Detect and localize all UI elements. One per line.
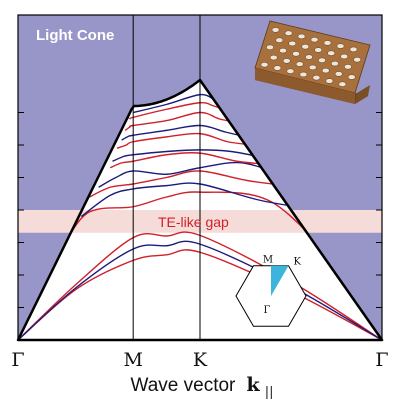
x-tick-label: K	[193, 349, 208, 371]
slab-hole	[297, 33, 306, 40]
band-te-13	[128, 101, 228, 120]
photonic-crystal-slab-inset	[254, 20, 371, 104]
slab-hole	[271, 27, 280, 33]
brillouin-zone-inset: M K Γ	[235, 255, 307, 327]
slab-hole	[327, 50, 336, 56]
x-axis-label-symbol: k	[246, 374, 260, 396]
slab-hole	[310, 37, 319, 43]
slab-hole	[347, 74, 356, 80]
slab-hole	[308, 64, 317, 71]
slab-hole	[266, 44, 274, 50]
slab-edge-front	[255, 68, 355, 104]
light-cone-label: Light Cone	[36, 27, 114, 44]
band-tm-5	[80, 182, 318, 218]
x-tick-label: M	[123, 349, 142, 371]
slab-hole	[336, 43, 345, 49]
slab-hole	[331, 60, 339, 67]
band-te-6	[89, 170, 301, 198]
band-te-4	[57, 191, 342, 270]
band-tm-11	[121, 124, 247, 141]
band-te-12	[124, 111, 237, 131]
x-axis-label: Wave vector k ||	[130, 374, 273, 400]
bz-label-k: K	[294, 257, 302, 268]
band-tm-7	[98, 161, 289, 188]
slab-hole	[275, 37, 284, 43]
slab-hole	[314, 47, 323, 53]
bz-label-m: M	[263, 255, 273, 266]
bz-label-gamma: Γ	[264, 305, 271, 316]
slab-hole	[295, 61, 304, 67]
slab-side-right	[355, 85, 370, 104]
band-te-10	[116, 132, 255, 149]
slab-hole	[334, 71, 343, 77]
slab-hole	[282, 58, 291, 64]
x-axis-label-subscript: ||	[265, 385, 274, 400]
slab-hole	[301, 44, 310, 50]
slab-hole	[260, 62, 269, 68]
slab-hole	[305, 54, 313, 60]
slab-hole	[279, 47, 287, 54]
light-line	[16, 78, 384, 342]
slab-hole	[325, 78, 334, 84]
slab-hole	[340, 53, 349, 60]
band-te-8	[109, 152, 272, 169]
slab-hole	[323, 40, 332, 46]
slab-hole	[284, 30, 293, 36]
slab-hole	[321, 67, 330, 74]
slab-hole	[349, 46, 358, 53]
x-tick-label: Γ	[11, 349, 24, 371]
slab-hole	[338, 81, 347, 87]
x-axis-label-text: Wave vector	[130, 375, 236, 396]
band-tm-9	[112, 149, 266, 162]
slab-hole	[269, 54, 278, 61]
band-tm-14	[133, 93, 215, 114]
slab-hole	[286, 68, 295, 74]
x-tick-label: Γ	[375, 349, 388, 371]
slab-hole	[353, 57, 362, 63]
gap-label: TE-like gap	[158, 214, 229, 230]
slab-hole	[312, 75, 321, 81]
slab-hole	[299, 71, 308, 78]
slab-hole	[318, 57, 326, 63]
slab-hole	[344, 64, 352, 70]
irreducible-zone-wedge	[271, 265, 289, 296]
slab-hole	[288, 40, 297, 47]
frame-layer	[16, 14, 384, 342]
slab-hole	[273, 65, 282, 71]
slab-hole	[292, 51, 300, 57]
